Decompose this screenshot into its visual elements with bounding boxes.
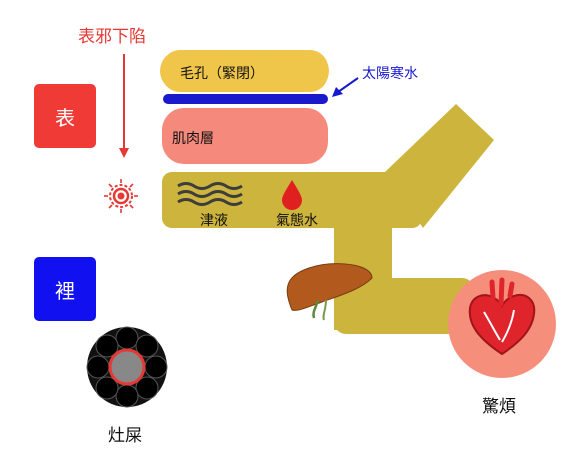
heart-icon: [448, 270, 556, 378]
stool-cross-section-icon: [86, 326, 168, 408]
liver-icon: [286, 263, 373, 321]
blood-drop-icon: [282, 180, 302, 210]
muscle-layer: [162, 108, 328, 164]
cold-water-arrow: [332, 77, 359, 97]
qi-water-label: 氣態水: [276, 213, 318, 229]
fluids-label: 津液: [200, 213, 228, 229]
cold-water-label: 太陽寒水: [362, 66, 418, 82]
vexation-label: 驚煩: [482, 397, 516, 417]
virus-icon: [104, 179, 138, 213]
interior-box: 裡: [34, 257, 96, 321]
wave-lines-icon: [177, 182, 243, 206]
descend-arrow: [119, 54, 129, 158]
pores-label: 毛孔（緊閉）: [180, 66, 264, 82]
stool-label: 灶屎: [108, 426, 142, 446]
exterior-box: 表: [34, 84, 96, 148]
muscle-label: 肌肉層: [172, 131, 214, 147]
exterior-pathogen-label: 表邪下陷: [78, 27, 146, 47]
pores-layer: [160, 50, 329, 92]
cold-water-bar: [163, 94, 328, 104]
